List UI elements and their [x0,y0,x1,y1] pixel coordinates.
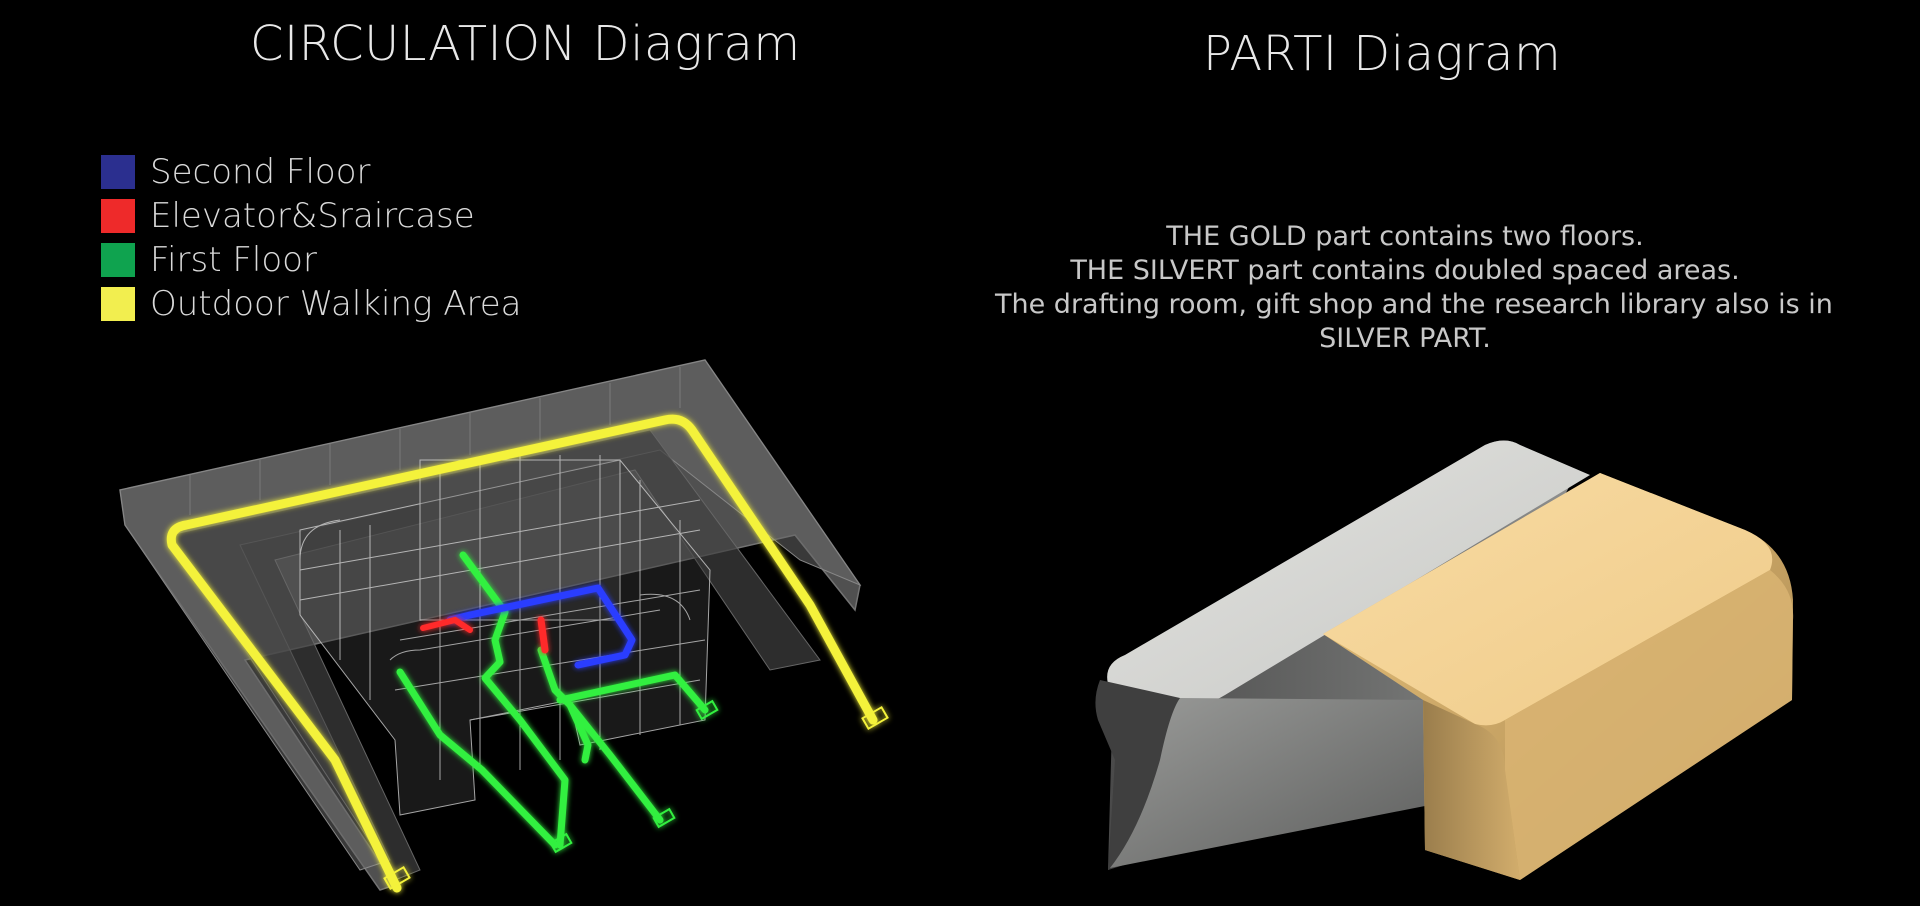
canopy-ribs [189,367,681,515]
legend-item-second-floor: Second Floor [101,150,521,194]
parti-description: THE GOLD part contains two floors. THE S… [995,220,1833,356]
path-outdoor-walking-area [166,414,889,893]
circulation-building-model [119,359,889,893]
outdoor-canopy [119,359,862,891]
path-elevator-staircase [420,616,549,654]
legend-item-first-floor: First Floor [101,238,521,282]
parti-diagram-title: PARTI Diagram [1203,26,1562,82]
legend-swatch-first-floor [101,243,135,277]
legend-label-first-floor: First Floor [150,240,317,280]
legend-item-elevator-staircase: Elevator&Sraircase [101,194,521,238]
legend-label-second-floor: Second Floor [150,152,371,192]
parti-description-line: THE GOLD part contains two floors. [1166,221,1644,252]
circulation-diagram-title: CIRCULATION Diagram [250,16,801,72]
legend-item-outdoor-walking-area: Outdoor Walking Area [101,282,521,326]
inner-building-wireframe [299,455,711,816]
parti-description-line: The drafting room, gift shop and the res… [995,289,1833,320]
parti-massing-model [1095,440,1794,880]
circulation-legend: Second Floor Elevator&Sraircase First Fl… [101,150,521,326]
legend-swatch-second-floor [101,155,135,189]
legend-label-outdoor-walking-area: Outdoor Walking Area [150,284,522,324]
legend-swatch-outdoor-walking-area [101,287,135,321]
path-first-floor [396,551,719,854]
parti-description-line: THE SILVERT part contains doubled spaced… [1070,255,1740,286]
silver-block [1095,440,1590,870]
gold-block [1323,473,1794,880]
legend-swatch-elevator-staircase [101,199,135,233]
legend-label-elevator-staircase: Elevator&Sraircase [150,196,475,236]
parti-description-line: SILVER PART. [1319,323,1491,354]
